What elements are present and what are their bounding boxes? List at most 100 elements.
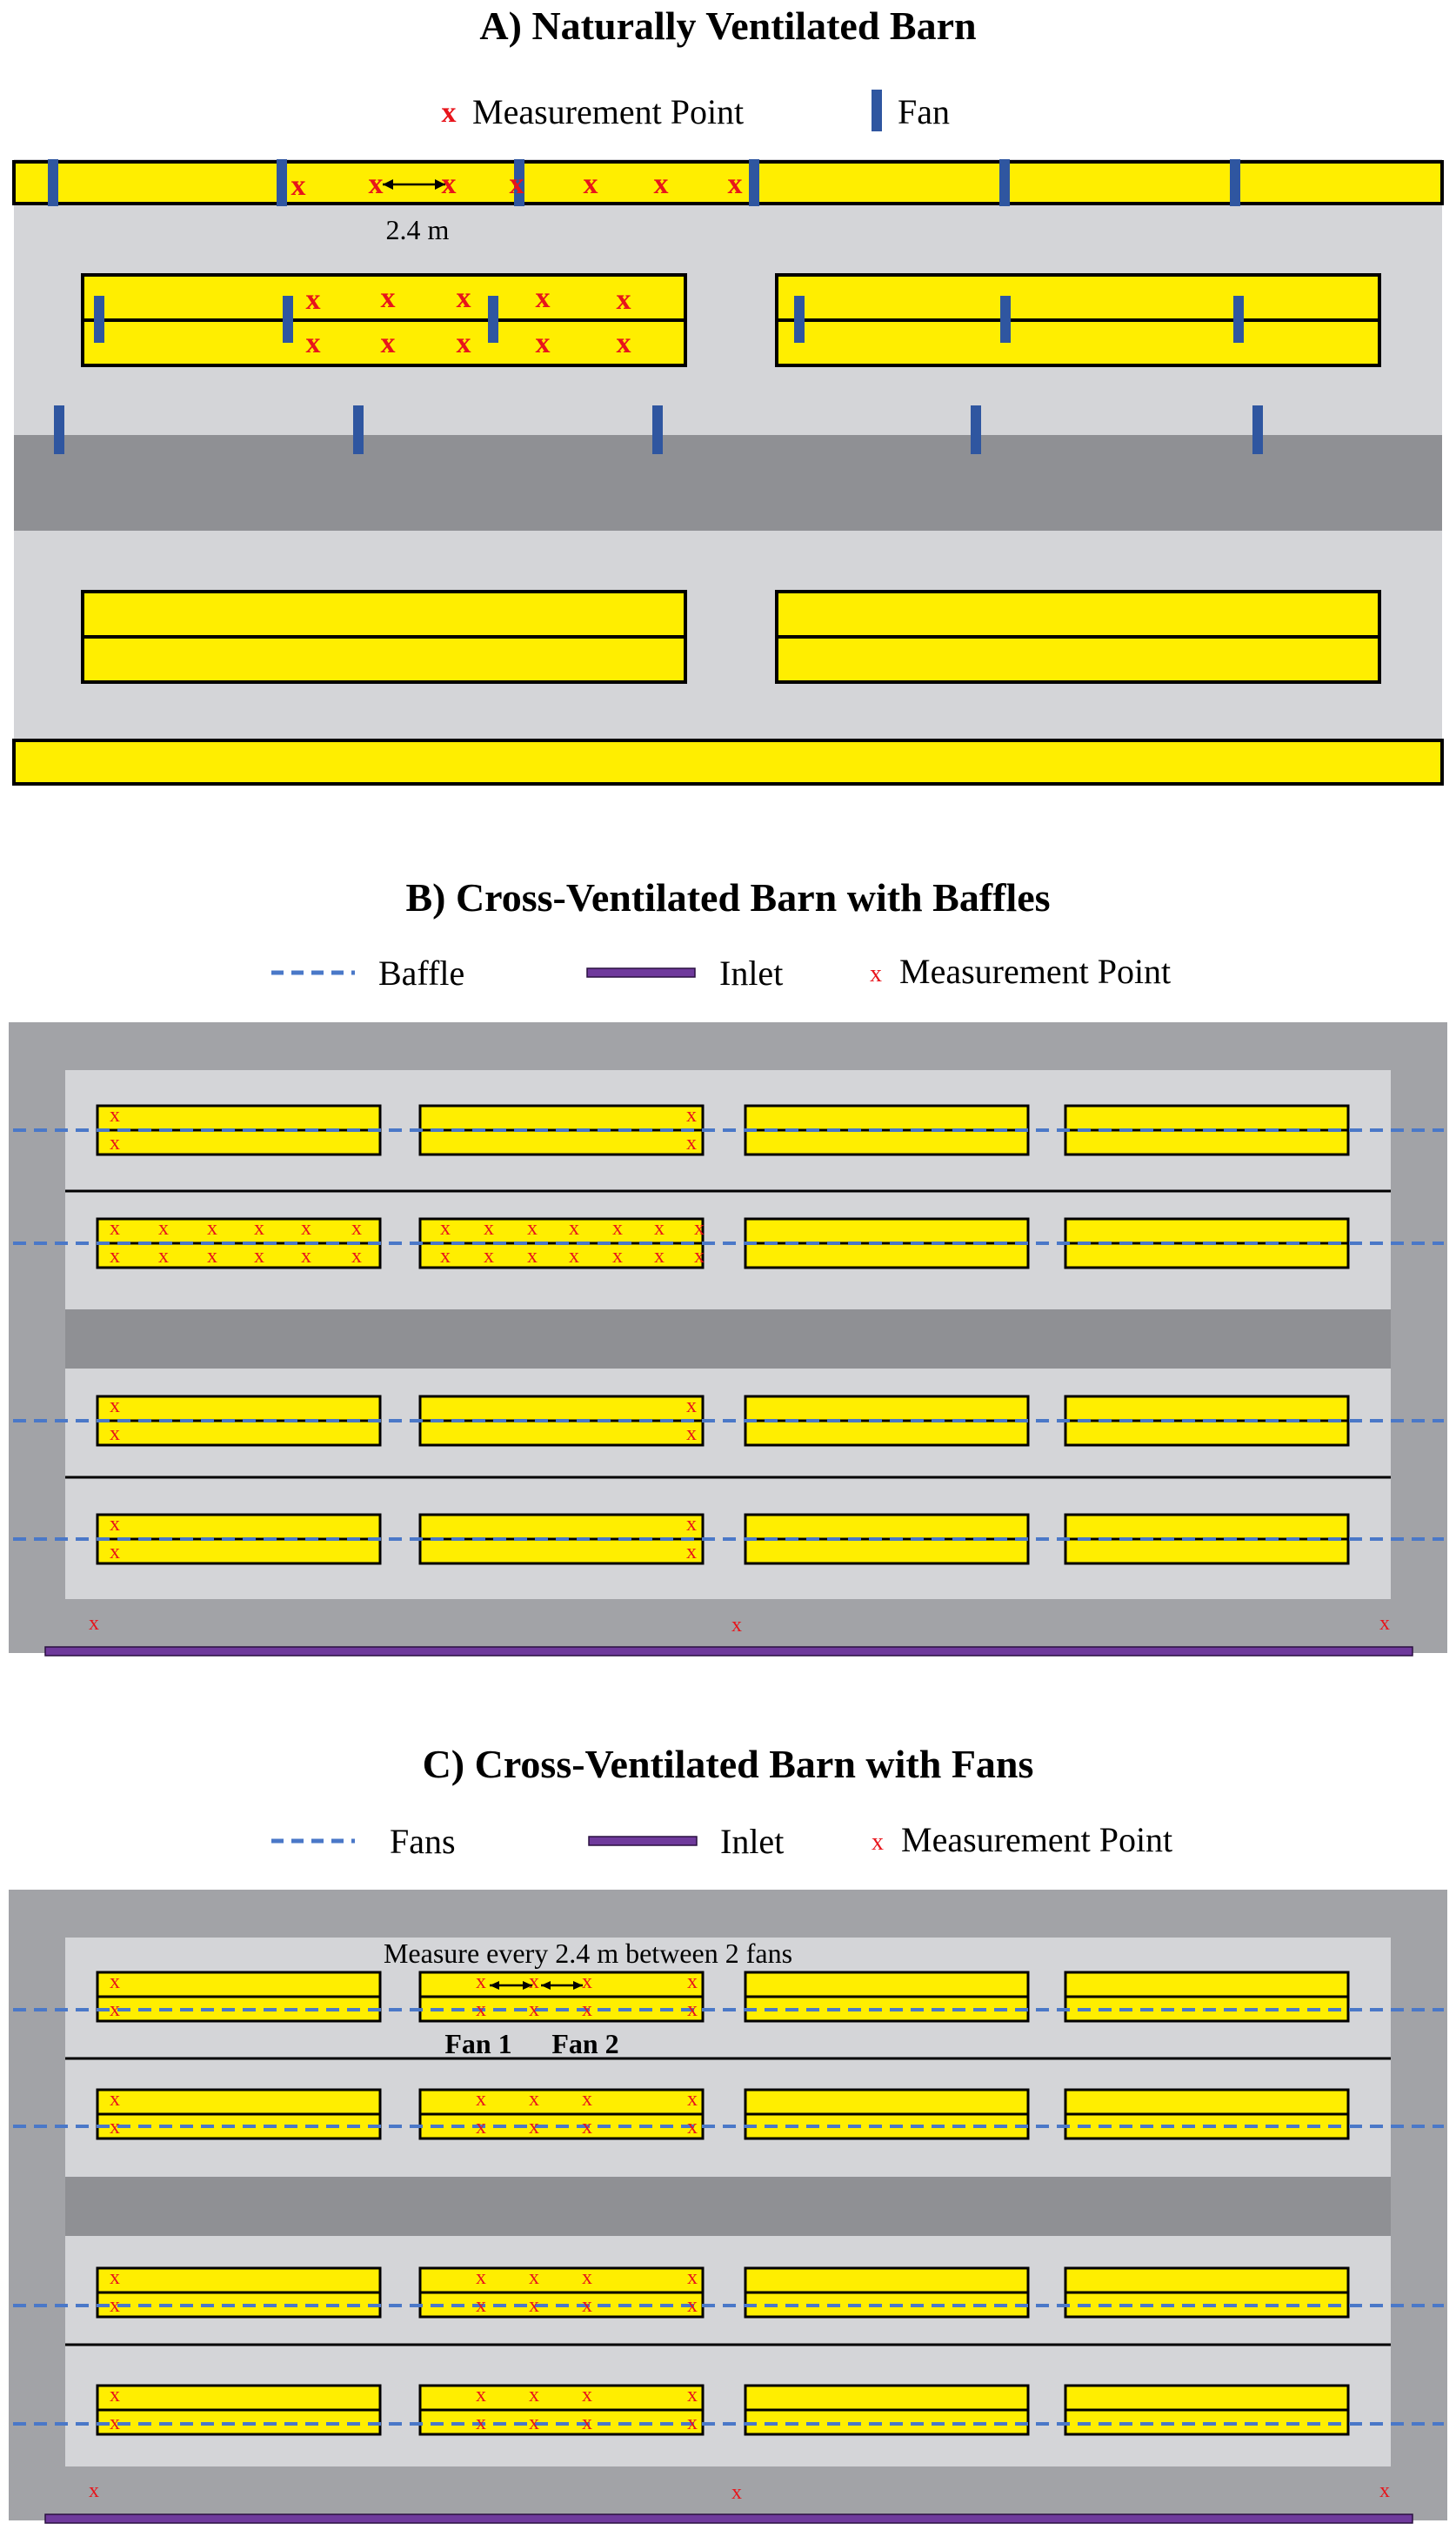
legend-baffle-label: Baffle — [378, 954, 464, 993]
measurement-marker: x — [158, 1217, 169, 1240]
measurement-marker: x — [529, 2294, 539, 2317]
measurement-marker: x — [687, 2412, 698, 2434]
stall-block-a3 — [81, 590, 687, 684]
measurement-marker: x — [110, 1104, 120, 1127]
measurement-marker: x — [687, 2266, 698, 2289]
measurement-marker: x — [110, 1998, 120, 2021]
measurement-marker: x — [529, 1971, 539, 1993]
panel-a-title: A) Naturally Ventilated Barn — [479, 3, 976, 48]
measurement-marker: x — [731, 2481, 742, 2504]
measurement-marker: x — [687, 2384, 698, 2406]
fan-icon — [999, 159, 1010, 206]
measurement-marker: x — [686, 1395, 697, 1417]
stall-block-a2 — [775, 273, 1381, 367]
fan-icon — [514, 159, 524, 206]
panel-c-title: C) Cross-Ventilated Barn with Fans — [423, 1742, 1034, 1786]
legend-measurement-label: Measurement Point — [901, 1820, 1172, 1859]
measurement-marker: x — [110, 1245, 120, 1268]
measurement-marker: x — [110, 1541, 120, 1563]
measurement-marker: x — [617, 284, 631, 316]
inlet-line — [44, 1646, 1413, 1657]
bottom-stall-row — [12, 739, 1444, 786]
barn-a-feed-alley — [14, 435, 1442, 531]
measurement-marker: x — [582, 2088, 592, 2111]
measurement-marker: x — [687, 2294, 698, 2317]
fan-icon — [1000, 296, 1011, 343]
panel-a: A) Naturally Ventilated Barn x Measureme… — [12, 3, 1444, 786]
measurement-marker: x — [529, 2384, 539, 2406]
measurement-marker: x — [476, 1998, 486, 2021]
fan-icon — [971, 405, 981, 454]
legend-inlet-icon — [586, 967, 696, 978]
measurement-marker: x — [254, 1245, 264, 1268]
measurement-marker: x — [694, 1217, 705, 1240]
fan-icon — [652, 405, 663, 454]
arrow-head-left — [490, 1981, 499, 1990]
fan-icon — [488, 296, 498, 343]
measurement-marker: x — [529, 2116, 539, 2138]
inlet-line — [44, 2513, 1413, 2524]
fan-icon — [1252, 405, 1263, 454]
measurement-marker: x — [654, 1217, 665, 1240]
measurement-marker: x — [381, 282, 396, 314]
measurement-marker: x — [476, 1971, 486, 1993]
measurement-marker: x — [510, 168, 524, 200]
spacing-arrow-a: 2.4 m — [383, 179, 450, 245]
measurement-marker: x — [654, 168, 669, 200]
legend-measurement-label: Measurement Point — [472, 92, 744, 131]
measurement-marker: x — [686, 1541, 697, 1563]
measurement-marker: x — [476, 2384, 486, 2406]
barn-c-layout: xxxxxxxxxxxxxxxxxxxxxxxxxxxxxxxxxxxxxxxx… — [9, 1890, 1447, 2524]
measurement-marker: x — [529, 1998, 539, 2021]
measurement-marker: x — [306, 327, 321, 359]
measurement-marker: x — [484, 1217, 494, 1240]
measurement-marker: x — [351, 1245, 362, 1268]
measurement-marker: x — [351, 1217, 362, 1240]
fan-icon — [1230, 159, 1240, 206]
fan-icon — [794, 296, 805, 343]
fan2-label: Fan 2 — [551, 2028, 618, 2059]
measurement-marker: x — [440, 1217, 451, 1240]
stall-block-a4 — [775, 590, 1381, 684]
measurement-marker: x — [687, 1971, 698, 1993]
center-feed-alley — [65, 2177, 1391, 2236]
measurement-marker: x — [457, 282, 471, 314]
measurement-marker: x — [110, 1132, 120, 1155]
measurement-marker: x — [381, 327, 396, 359]
measurement-marker: x — [301, 1217, 311, 1240]
legend-inlet-icon — [588, 1836, 698, 1846]
spacing-label: Measure every 2.4 m between 2 fans — [384, 1938, 792, 1969]
measurement-marker: x — [527, 1245, 538, 1268]
fan-icon — [749, 159, 759, 206]
fan1-label: Fan 1 — [444, 2028, 511, 2059]
measurement-marker: x — [582, 1998, 592, 2021]
measurement-marker: x — [158, 1245, 169, 1268]
measurement-marker: x — [207, 1217, 217, 1240]
legend-inlet-label: Inlet — [720, 1822, 784, 1861]
measurement-marker: x — [1379, 2480, 1390, 2502]
measurement-marker: x — [89, 1612, 99, 1635]
fan-icon — [283, 296, 293, 343]
measurement-marker: x — [536, 327, 551, 359]
fan-icon — [353, 405, 364, 454]
fan-icon — [277, 159, 287, 206]
measurement-marker: x — [110, 2116, 120, 2138]
measurement-marker: x — [476, 2412, 486, 2434]
arrow-head-right — [523, 1981, 532, 1990]
legend-measurement-label: Measurement Point — [899, 952, 1171, 991]
measurement-marker: x — [484, 1245, 494, 1268]
measurement-marker: x — [110, 2088, 120, 2111]
legend-inlet-label: Inlet — [719, 954, 783, 993]
arrow-head-left — [541, 1981, 551, 1990]
measurement-marker: x — [529, 2088, 539, 2111]
measurement-marker: x — [686, 1422, 697, 1445]
fan-icon — [1233, 296, 1244, 343]
panel-b-title: B) Cross-Ventilated Barn with Baffles — [405, 875, 1050, 920]
legend-fan-icon — [872, 90, 882, 131]
measurement-marker: x — [476, 2088, 486, 2111]
panel-c-legend: Fans Inlet x Measurement Point — [271, 1820, 1172, 1861]
fan-icon — [48, 159, 58, 206]
measurement-marker: x — [569, 1245, 579, 1268]
